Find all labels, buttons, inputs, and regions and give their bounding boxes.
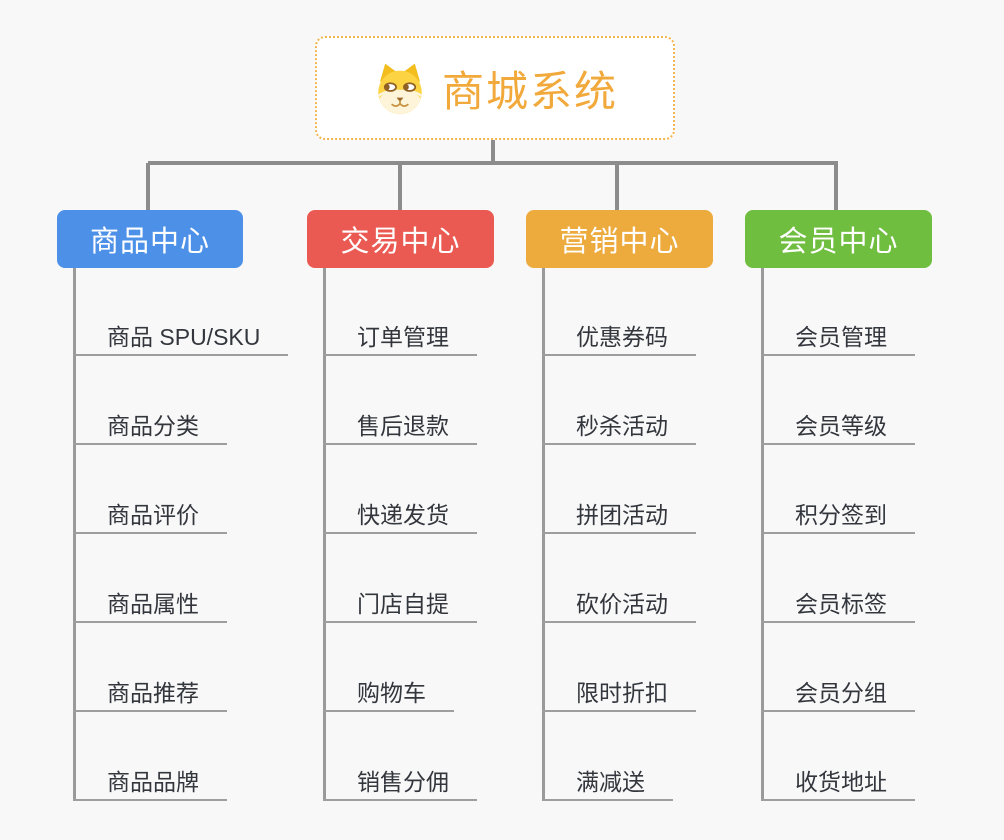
leaf-node[interactable]: 收货地址 bbox=[761, 768, 915, 801]
connector-drop-branch-3 bbox=[615, 163, 619, 210]
branch-node-member-center[interactable]: 会员中心 bbox=[745, 210, 932, 268]
dog-face-icon bbox=[377, 63, 423, 115]
branch-node-product-center[interactable]: 商品中心 bbox=[57, 210, 243, 268]
leaf-node[interactable]: 积分签到 bbox=[761, 501, 915, 534]
root-title: 商城系统 bbox=[441, 67, 618, 115]
leaf-node[interactable]: 快递发货 bbox=[323, 501, 477, 534]
leaf-node[interactable]: 商品品牌 bbox=[73, 768, 227, 801]
leaf-node[interactable]: 商品评价 bbox=[73, 501, 227, 534]
connector-branch-4-children bbox=[761, 268, 764, 801]
leaf-node[interactable]: 会员管理 bbox=[761, 323, 915, 356]
leaf-node[interactable]: 商品属性 bbox=[73, 590, 227, 623]
connector-drop-branch-2 bbox=[398, 163, 402, 210]
leaf-node[interactable]: 拼团活动 bbox=[542, 501, 696, 534]
connector-branch-3-children bbox=[542, 268, 545, 801]
leaf-node[interactable]: 商品推荐 bbox=[73, 679, 227, 712]
connector-drop-branch-4 bbox=[834, 163, 838, 210]
leaf-node[interactable]: 满减送 bbox=[542, 768, 673, 801]
connector-branch-2-children bbox=[323, 268, 326, 801]
connector-branch-1-children bbox=[73, 268, 76, 801]
root-node[interactable]: 商城系统 bbox=[315, 36, 675, 140]
leaf-node[interactable]: 优惠券码 bbox=[542, 323, 696, 356]
leaf-node[interactable]: 会员标签 bbox=[761, 590, 915, 623]
leaf-node[interactable]: 门店自提 bbox=[323, 590, 477, 623]
connector-drop-branch-1 bbox=[146, 163, 150, 210]
connector-bus bbox=[148, 161, 838, 165]
leaf-node[interactable]: 会员分组 bbox=[761, 679, 915, 712]
leaf-node[interactable]: 砍价活动 bbox=[542, 590, 696, 623]
leaf-node[interactable]: 订单管理 bbox=[323, 323, 477, 356]
leaf-node[interactable]: 商品分类 bbox=[73, 412, 227, 445]
leaf-node[interactable]: 限时折扣 bbox=[542, 679, 696, 712]
leaf-node[interactable]: 秒杀活动 bbox=[542, 412, 696, 445]
leaf-node[interactable]: 会员等级 bbox=[761, 412, 915, 445]
connector-root-stem bbox=[491, 138, 495, 163]
branch-node-trade-center[interactable]: 交易中心 bbox=[307, 210, 494, 268]
leaf-node[interactable]: 购物车 bbox=[323, 679, 454, 712]
leaf-node[interactable]: 商品 SPU/SKU bbox=[73, 323, 289, 356]
leaf-node[interactable]: 销售分佣 bbox=[323, 768, 477, 801]
leaf-node[interactable]: 售后退款 bbox=[323, 412, 477, 445]
branch-node-marketing-center[interactable]: 营销中心 bbox=[526, 210, 713, 268]
